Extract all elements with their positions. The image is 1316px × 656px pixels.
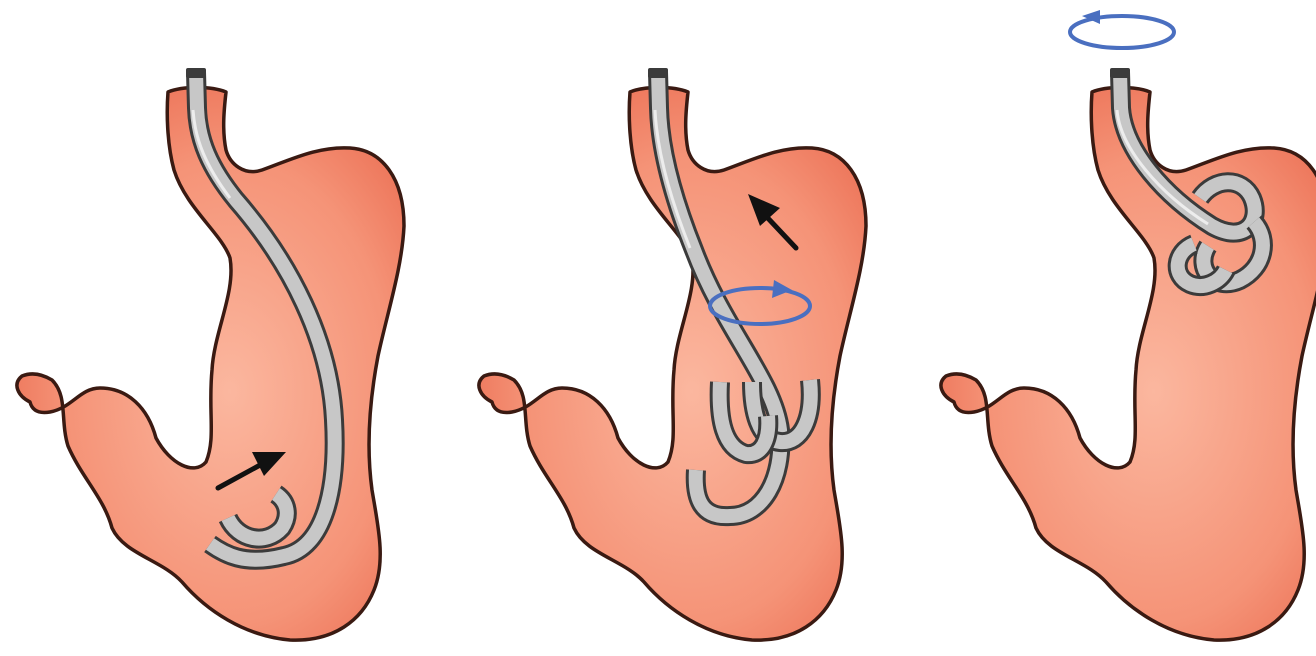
stomach-outline: [941, 88, 1316, 641]
rotation-arrow: [1070, 10, 1174, 48]
panel-3: [941, 10, 1316, 640]
panel-1: [17, 68, 404, 640]
panel-2: [479, 68, 866, 640]
